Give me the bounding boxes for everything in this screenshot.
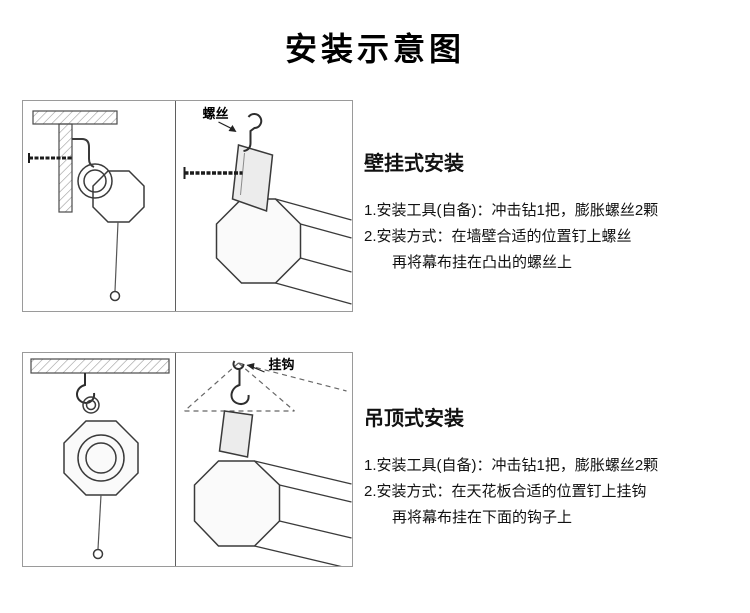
screen-tube-face bbox=[215, 198, 302, 284]
ceiling-anchor-diagram bbox=[30, 358, 170, 560]
tube-edge-3 bbox=[279, 520, 352, 539]
screen-endcap-octagon bbox=[92, 170, 145, 223]
label-pointer-arrowhead bbox=[228, 125, 237, 132]
wall-mount-instructions: 壁挂式安装 1.安装工具(自备)：冲击钻1把，膨胀螺丝2颗 2.安装方式：在墙壁… bbox=[364, 147, 744, 276]
pull-ring bbox=[92, 548, 104, 560]
screen-tube-face bbox=[193, 460, 281, 547]
s-hook bbox=[230, 360, 250, 405]
wall-anchor-panel bbox=[23, 101, 176, 311]
wall-hook bbox=[72, 138, 95, 168]
label-pointer-line bbox=[252, 366, 265, 373]
wall-screw-diagram: 螺丝 bbox=[183, 106, 352, 305]
ceiling-slab bbox=[30, 358, 170, 374]
lug-ring-inner bbox=[85, 399, 97, 411]
tube-edge-4 bbox=[254, 545, 342, 566]
wall-anchor-diagram bbox=[28, 110, 145, 302]
lug-ring-outer bbox=[82, 396, 100, 414]
tube-edge-3 bbox=[300, 257, 352, 273]
ceiling-anchor-panel bbox=[23, 353, 176, 566]
tube-edge-2 bbox=[279, 484, 352, 503]
wall-slab bbox=[32, 110, 118, 125]
wall-mount-tools-line: 1.安装工具(自备)：冲击钻1把，膨胀螺丝2颗 bbox=[364, 202, 659, 219]
ceiling-hook-diagram: 挂钩 bbox=[184, 357, 352, 566]
mounting-bracket bbox=[218, 410, 254, 458]
ceiling-hook bbox=[76, 373, 96, 404]
label-pointer-arrowhead bbox=[246, 363, 255, 370]
ceiling-mount-instructions: 吊顶式安装 1.安装工具(自备)：冲击钻1把，膨胀螺丝2颗 2.安装方式：在天花… bbox=[364, 402, 744, 531]
mounting-bracket bbox=[231, 144, 274, 213]
pull-cord bbox=[114, 221, 119, 292]
ceiling-mount-method-line-2: 再将幕布挂在下面的钩子上 bbox=[392, 509, 573, 526]
wall-mount-diagram-box: 螺丝 bbox=[22, 100, 353, 312]
tube-edge-4 bbox=[275, 282, 352, 305]
bracket-hook bbox=[243, 113, 263, 152]
ceiling-mount-heading: 吊顶式安装 bbox=[364, 408, 464, 430]
ceiling-mount-diagram-box: 挂钩 bbox=[22, 352, 353, 567]
wall-mount-method-line-2: 再将幕布挂在凸出的螺丝上 bbox=[392, 254, 573, 271]
roller-outer bbox=[77, 434, 125, 482]
label-pointer-line bbox=[218, 121, 233, 130]
ceiling-mount-method-line: 2.安装方式：在天花板合适的位置钉上挂钩 bbox=[364, 483, 647, 500]
wall-screw-panel: 螺丝 bbox=[176, 101, 352, 311]
wall-mount-method-line: 2.安装方式：在墙壁合适的位置钉上螺丝 bbox=[364, 228, 632, 245]
ceiling-plane-dashed bbox=[184, 362, 347, 412]
ceiling-hook-panel: 挂钩 bbox=[176, 353, 352, 566]
hanging-ring-outer bbox=[77, 163, 113, 199]
screen-endcap-octagon bbox=[63, 420, 139, 496]
wall-vertical bbox=[58, 123, 73, 213]
screw-label: 螺丝 bbox=[203, 106, 229, 121]
wall-mount-heading: 壁挂式安装 bbox=[364, 153, 464, 175]
hanging-ring-inner bbox=[83, 169, 107, 193]
pull-ring bbox=[109, 290, 121, 302]
page-title: 安装示意图 bbox=[284, 31, 465, 67]
tube-edge-1 bbox=[275, 198, 352, 221]
tube-edge-1 bbox=[254, 460, 352, 485]
hook-label: 挂钩 bbox=[269, 357, 295, 372]
roller-inner bbox=[85, 442, 117, 474]
pull-cord bbox=[97, 494, 102, 550]
tube-edge-2 bbox=[300, 223, 352, 239]
ceiling-mount-tools-line: 1.安装工具(自备)：冲击钻1把，膨胀螺丝2颗 bbox=[364, 457, 659, 474]
